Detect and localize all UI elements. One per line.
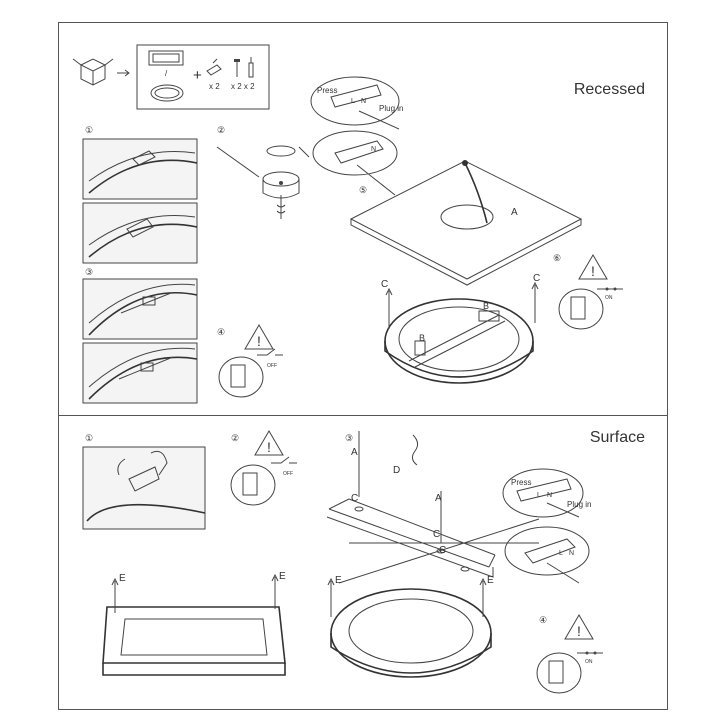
surface-arrow-e-4	[479, 577, 487, 617]
surface-l-label: L	[537, 492, 541, 499]
recessed-step-6-marker: ⑥	[553, 253, 561, 263]
section-divider	[59, 415, 667, 416]
surface-arrow-e-1	[111, 577, 119, 613]
recessed-step-3-marker: ③	[85, 267, 93, 277]
recessed-press-label: Press	[317, 86, 337, 95]
square-panel-icon	[148, 50, 184, 66]
surface-label-d: D	[393, 465, 400, 476]
surface-press-callout	[502, 468, 584, 518]
surface-step-1-panel	[82, 446, 206, 530]
surface-plug-in-label: Plug in	[567, 500, 591, 509]
screw-icon	[234, 59, 240, 77]
recessed-press-callout	[310, 76, 400, 130]
recessed-step-3-panel-b	[82, 342, 198, 404]
surface-label-e-3: E	[335, 575, 342, 586]
surface-n-label: N	[547, 492, 552, 499]
ceiling-board	[349, 160, 583, 286]
svg-text:/: /	[165, 69, 168, 78]
contents-frame	[136, 44, 270, 110]
diagram-canvas: / + x 2 x 2 x 2 ①	[72, 44, 623, 694]
surface-switch-off-label: OFF	[283, 471, 293, 477]
surface-section-title: Surface	[589, 429, 645, 446]
recessed-arrow-right	[531, 281, 539, 323]
instruction-sheet: Recessed Surface / +	[58, 22, 668, 710]
recessed-switch-on-icon	[558, 287, 623, 330]
surface-switch-off-icon	[230, 456, 297, 506]
recessed-switch-off-icon	[218, 348, 283, 398]
recessed-label-b-left: B	[419, 333, 425, 343]
recessed-step-2-marker: ②	[217, 125, 225, 135]
surface-arrow-e-2	[271, 573, 279, 609]
recessed-step-3-panel-a	[82, 278, 198, 340]
cutout-diagram	[216, 145, 310, 219]
recessed-connected-n-label: N	[371, 146, 376, 153]
box-icon	[72, 58, 114, 86]
clip-quantity: x 2	[209, 82, 220, 91]
surface-label-a-right: A	[435, 493, 442, 504]
svg-text:!: !	[591, 263, 595, 279]
screw-quantity: x 2 x 2	[231, 82, 255, 91]
recessed-switch-off-label: OFF	[267, 363, 277, 369]
arrow-icon	[117, 69, 130, 77]
surface-label-c-1: C	[351, 493, 358, 504]
surface-step-3-marker: ③	[345, 433, 353, 443]
surface-connected-l-label: L	[559, 550, 563, 557]
recessed-label-b-right: B	[483, 301, 489, 311]
plus-icon: +	[193, 67, 202, 84]
surface-step-2-marker: ②	[231, 433, 239, 443]
mounting-bracket	[326, 431, 540, 584]
recessed-label-c-right: C	[533, 273, 540, 284]
surface-connected-n-label: N	[569, 550, 574, 557]
surface-step-4-marker: ④	[539, 615, 547, 625]
recessed-warning-icon: !	[244, 324, 274, 350]
surface-connected-callout	[504, 526, 590, 584]
recessed-round-fixture	[384, 298, 534, 384]
recessed-n-label: N	[361, 98, 366, 105]
recessed-label-c-left: C	[381, 279, 388, 290]
recessed-step-4-marker: ④	[217, 327, 225, 337]
recessed-switch-on-label: ON	[605, 295, 613, 301]
anchor-icon	[248, 57, 254, 78]
surface-label-e-2: E	[279, 571, 286, 582]
surface-arrow-e-3	[327, 577, 335, 617]
recessed-step-1-panel-b	[82, 202, 198, 264]
surface-press-label: Press	[511, 478, 531, 487]
surface-label-c-3: C	[439, 545, 446, 556]
recessed-connected-callout	[312, 130, 398, 196]
surface-switch-on-label: ON	[585, 659, 593, 665]
recessed-plug-in-label: Plug in	[379, 104, 403, 113]
surface-warning-icon: !	[254, 430, 284, 456]
surface-label-c-2: C	[433, 529, 440, 540]
surface-round-fixture	[330, 588, 492, 678]
recessed-step-1-marker: ①	[85, 125, 93, 135]
svg-text:!: !	[267, 439, 271, 455]
surface-warning-icon-2: !	[564, 614, 594, 640]
recessed-step-1-panel-a	[82, 138, 198, 200]
recessed-arrow-left	[385, 287, 393, 329]
surface-square-fixture	[102, 606, 286, 676]
surface-label-e-4: E	[487, 575, 494, 586]
svg-text:!: !	[257, 333, 261, 349]
recessed-step-5-marker: ⑤	[359, 185, 367, 195]
recessed-l-label: L	[351, 98, 355, 105]
recessed-label-a: A	[511, 207, 518, 218]
svg-text:!: !	[577, 623, 581, 639]
package-contents: / + x 2 x 2 x 2	[72, 44, 270, 110]
surface-label-a-left: A	[351, 447, 358, 458]
recessed-section-title: Recessed	[573, 81, 645, 98]
surface-step-1-marker: ①	[85, 433, 93, 443]
surface-switch-on-icon	[536, 651, 603, 694]
surface-label-e-1: E	[119, 573, 126, 584]
recessed-warning-icon-2: !	[578, 254, 608, 280]
round-panel-icon	[150, 84, 184, 102]
spring-clip-icon	[206, 58, 222, 76]
